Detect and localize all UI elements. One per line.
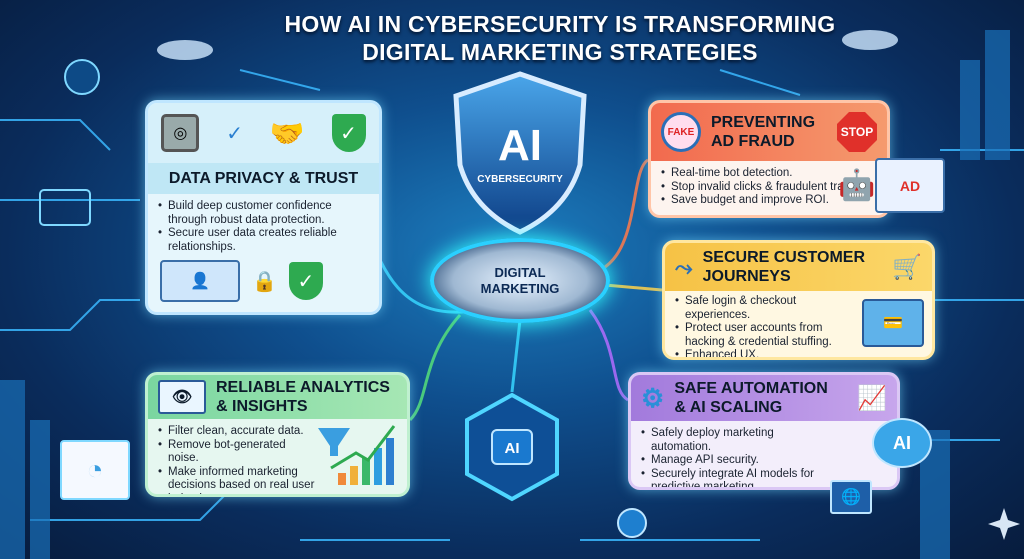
fraud-bullet: Real-time bot detection. [661,167,877,181]
journeys-bullet: Enhanced UX. [675,349,850,357]
journeys-bullet: Protect user accounts from hacking & cre… [675,322,850,349]
shield-check-icon: ✓ [288,262,323,300]
funnel-growth-chart-icon [318,425,396,485]
panel-secure-journeys: ⤳ SECURE CUSTOMER JOURNEYS 🛒 Safe login &… [662,240,935,360]
monitor-globe-icon: 🌐 [830,480,872,514]
analytics-title-1: RELIABLE ANALYTICS [216,379,390,396]
stop-sign-icon: STOP [837,112,877,152]
panel-analytics: 👁 RELIABLE ANALYTICS & INSIGHTS Filter cl… [145,372,410,497]
fraud-title-2: AD FRAUD [711,133,795,150]
fraud-bullet: Save budget and improve ROI. [661,194,877,208]
analytics-bullet: Remove bot-generated noise. [158,439,318,466]
handshake-icon: 🤝 [269,117,305,149]
network-node-icon [64,59,100,95]
globe-icon [617,508,647,538]
magnifier-fake-icon: FAKE [661,112,701,152]
laptop-icon [39,189,91,226]
gears-icon: ⚙ [641,382,665,413]
safe-icon: ◎ [161,114,200,152]
robot-icon: 🤖 [838,169,876,202]
sparkle-icon [988,508,1020,540]
panel-data-privacy: ◎ ✓ 🤝 ✓ DATA PRIVACY & TRUST Build deep … [145,100,382,315]
hex-ai-text: AI [505,440,520,457]
title-line-1: HOW AI IN CYBERSECURITY IS TRANSFORMING [284,11,836,37]
analytics-bullet: Filter clean, accurate data. [158,425,318,439]
panel-automation: ⚙ SAFE AUTOMATION & AI SCALING 📈 Safely d… [628,372,900,490]
automation-title-1: SAFE AUTOMATION [674,380,828,397]
analytics-title-2: & INSIGHTS [216,398,308,415]
eye-analytics-icon: 👁 [158,380,206,414]
analytics-bullet: Make informed marketing decisions based … [158,466,318,495]
page-title: HOW AI IN CYBERSECURITY IS TRANSFORMING … [270,10,850,66]
fraud-title-1: PREVENTING [711,114,816,131]
privacy-title: DATA PRIVACY & TRUST [148,163,379,194]
user-profile-card-icon: 👤 [160,260,240,302]
journeys-title-2: JOURNEYS [702,268,791,285]
journey-path-icon: ⤳ [675,254,693,280]
title-line-2: DIGITAL MARKETING STRATEGIES [362,39,758,65]
automation-bullet: Securely integrate AI models for predict… [641,468,831,488]
ai-chip-hexagon-icon: AI [465,392,559,502]
city-skyline-icon [0,30,1010,559]
automation-bullet: Safely deploy marketing automation. [641,427,831,454]
growth-chart-icon: 📈 [857,384,887,412]
ai-cybersecurity-shield: AI CYBERSECURITY [453,71,587,235]
automation-title-2: & AI SCALING [674,399,783,416]
shield-check-icon: ✓ [331,114,366,152]
checkmark-icon: ✓ [226,122,243,145]
hub-line-1: DIGITAL [494,264,546,280]
cloud-icon [157,30,898,60]
ad-window-icon: AD [875,158,945,213]
automation-bullet: Manage API security. [641,454,831,468]
credit-card-window-icon: 💳 [862,299,924,347]
journeys-title-1: SECURE CUSTOMER [702,249,865,266]
fraud-bullet: Stop invalid clicks & fraudulent traffic… [661,181,877,195]
shield-ai-text: AI [498,121,542,170]
privacy-bullet: Build deep customer confidence through r… [158,200,369,227]
ai-brain-icon: AI [872,418,932,468]
dashboard-chart-icon: ◔ [60,440,130,500]
shield-cybersecurity-text: CYBERSECURITY [477,174,563,185]
hub-line-2: MARKETING [480,280,560,296]
lock-icon: 🔒 [252,270,277,293]
privacy-bullet: Secure user data creates reliable relati… [158,227,369,254]
shopping-cart-lock-icon: 🛒 [892,253,922,281]
journeys-bullet: Safe login & checkout experiences. [675,295,850,322]
